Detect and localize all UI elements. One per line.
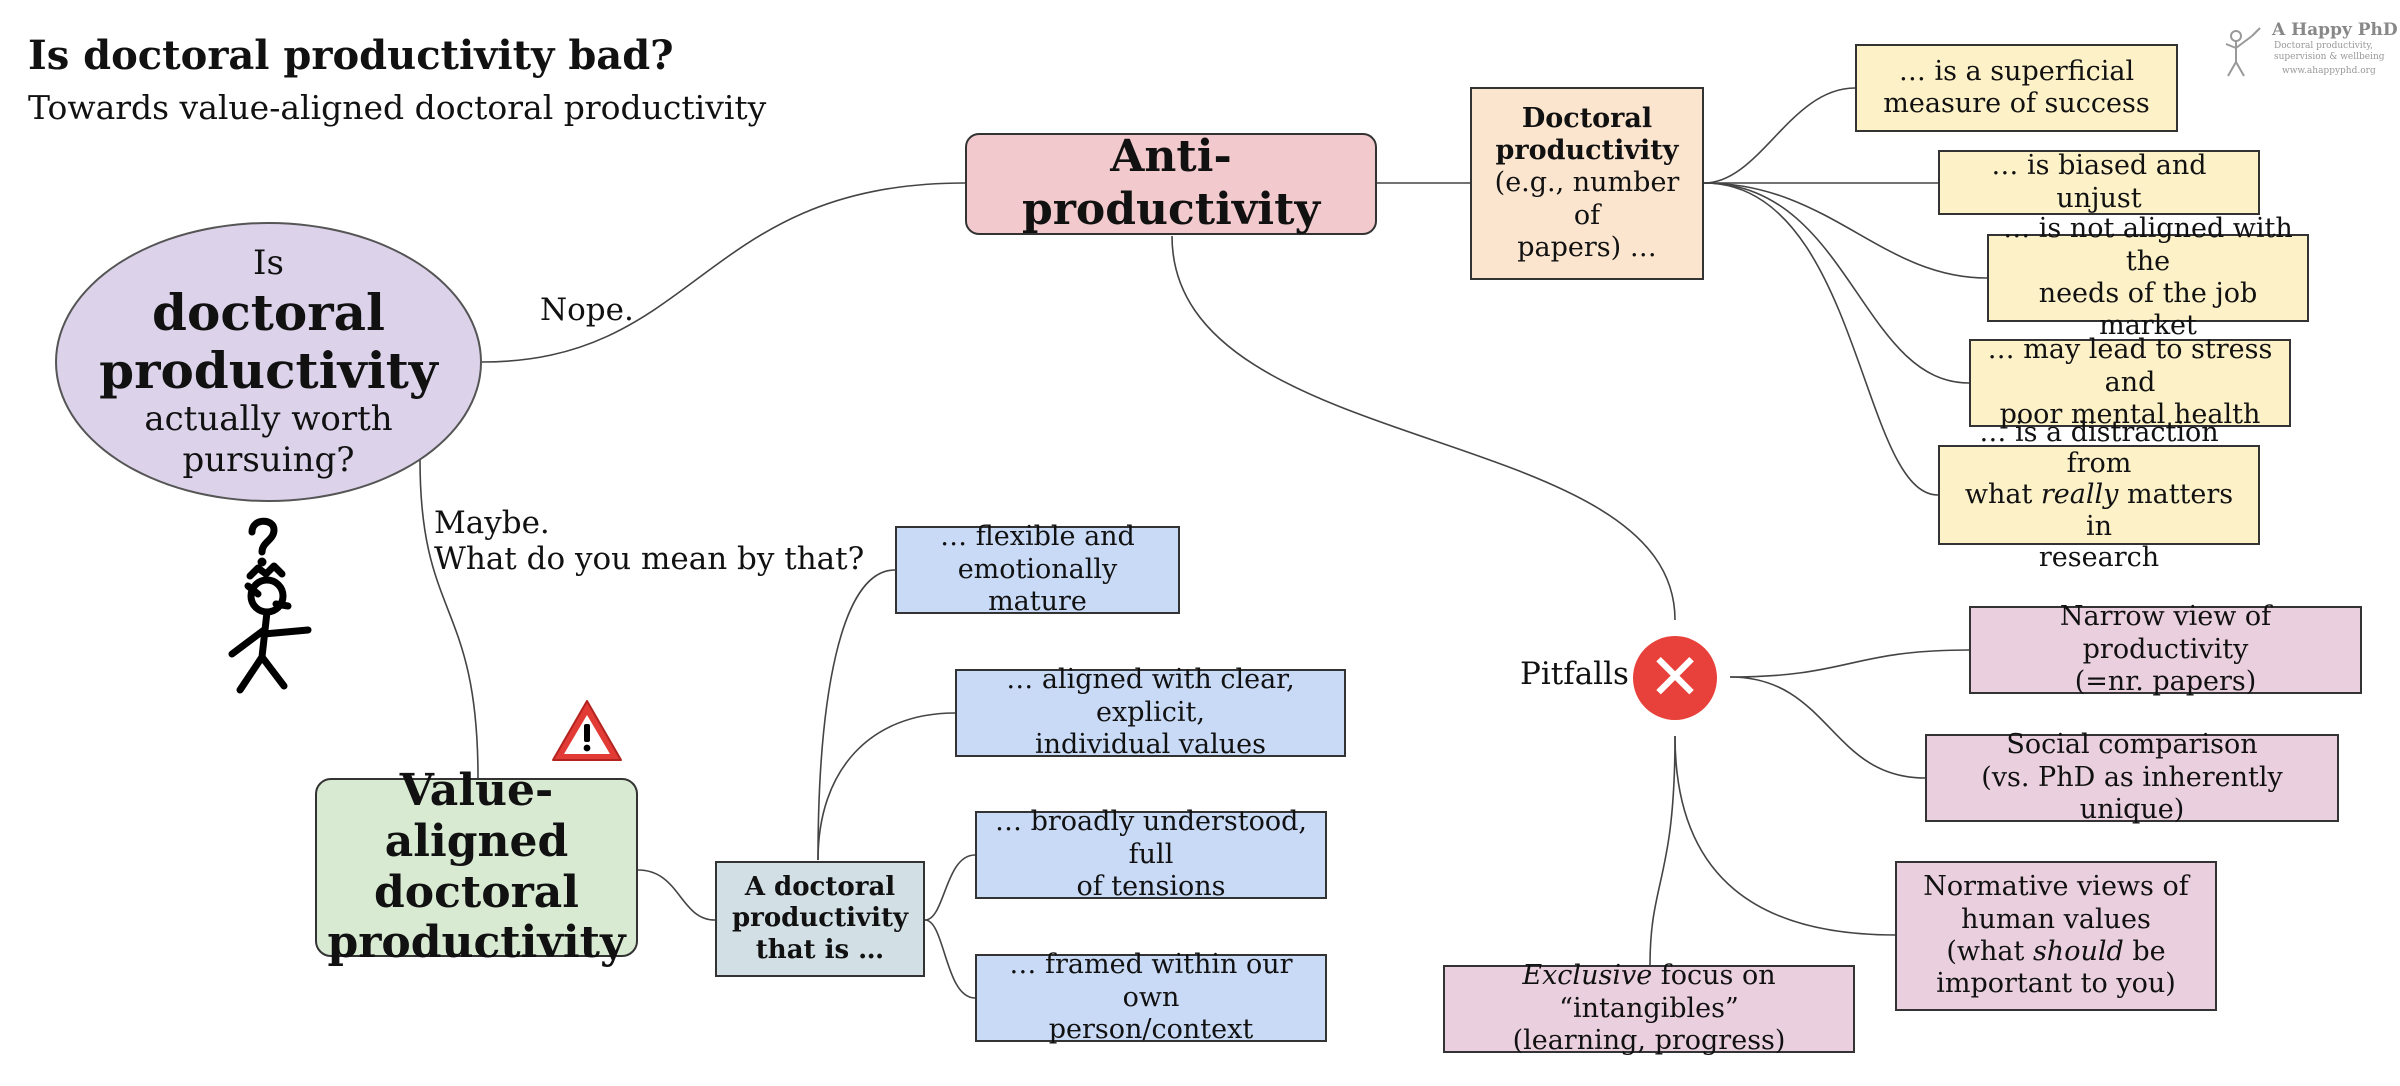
critique-biased: … is biased and unjust [1938, 150, 2260, 215]
connector-productivity-critique-4 [1703, 182, 1970, 384]
connector-thatis-quality-4 [924, 919, 976, 999]
answer-maybe-question: What do you mean by that? [434, 541, 865, 577]
pitfalls-label: Pitfalls [1520, 656, 1629, 692]
connector-pitfall-4 [1649, 735, 1676, 966]
logo-url: www.ahappyphd.org [2282, 66, 2376, 76]
pitfall-social-comparison: Social comparison (vs. PhD as inherently… [1925, 729, 2339, 825]
question-line-2: doctoral [152, 283, 385, 343]
connector-pitfall-2 [1729, 676, 1926, 779]
pitfall-narrow-view: Narrow view of productivity (=nr. papers… [1969, 601, 2362, 697]
doctoral-productivity-bold-1: Doctoral [1521, 102, 1653, 134]
warning-triangle-icon [552, 700, 622, 761]
logo-tagline-2: supervision & wellbeing [2274, 52, 2385, 62]
quality-framed-context: … framed within our own person/context [975, 949, 1327, 1045]
connector-pitfall-3 [1674, 735, 1896, 936]
quality-aligned-values: … aligned with clear, explicit, individu… [955, 664, 1346, 760]
question-line-1: Is [253, 243, 284, 284]
confused-stick-figure-icon [228, 517, 312, 694]
connector-thatis-quality-3 [924, 854, 976, 921]
logo-title: A Happy PhD [2272, 20, 2398, 40]
connector-anti-pitfalls [1171, 235, 1676, 621]
doctoral-productivity-bold-2: productivity [1495, 134, 1679, 166]
x-circle-icon: ✕ [1633, 636, 1717, 720]
page-title: Is doctoral productivity bad? [28, 32, 674, 79]
connector-productivity-critique-3 [1703, 182, 1988, 279]
value-aligned-node: Value-aligned doctoral productivity [315, 765, 638, 968]
connector-productivity-critique-1 [1703, 87, 1856, 184]
doctoral-productivity-node: Doctoral productivity (e.g., number of p… [1470, 87, 1704, 280]
critique-superficial: … is a superficial measure of success [1855, 44, 2178, 132]
answer-nope: Nope. [540, 292, 634, 328]
quality-broadly-understood: … broadly understood, full of tensions [975, 806, 1327, 902]
doctoral-productivity-that-is-node: A doctoral productivity that is … [715, 861, 925, 977]
critique-job-market: … is not aligned with the needs of the j… [1987, 213, 2309, 341]
pitfall-exclusive-focus: Exclusive focus on “intangibles” (learni… [1443, 960, 1855, 1056]
connector-thatis-quality-2 [817, 712, 956, 861]
critique-stress: … may lead to stress and poor mental hea… [1969, 334, 2291, 430]
anti-productivity-node: Anti-productivity [965, 131, 1377, 235]
page-subtitle: Towards value-aligned doctoral productiv… [28, 88, 767, 127]
doctoral-productivity-example-1: (e.g., number of [1494, 167, 1680, 231]
question-line-4: actually worth [144, 399, 393, 440]
question-line-3: productivity [99, 340, 438, 400]
answer-maybe: Maybe. [434, 505, 550, 541]
question-oval: Is doctoral productivity actually worth … [55, 222, 482, 502]
logo-stick-figure-icon [2225, 27, 2261, 77]
connector-oval-anti [481, 182, 966, 363]
connector-productivity-critique-5 [1703, 182, 1939, 496]
connector-value-thatis [637, 869, 716, 921]
question-line-5: pursuing? [182, 439, 355, 480]
logo: A Happy PhD Doctoral productivity, super… [2222, 18, 2398, 88]
connector-pitfall-1 [1729, 649, 1970, 678]
connector-oval-value [419, 459, 479, 779]
pitfall-normative-views: Normative views of human values (what sh… [1895, 861, 2217, 1011]
connector-thatis-quality-1 [817, 569, 896, 861]
quality-flexible: … flexible and emotionally mature [895, 521, 1180, 617]
critique-distraction: … is a distraction from what really matt… [1938, 417, 2260, 573]
doctoral-productivity-example-2: papers) … [1517, 232, 1657, 264]
logo-tagline-1: Doctoral productivity, [2274, 41, 2374, 51]
